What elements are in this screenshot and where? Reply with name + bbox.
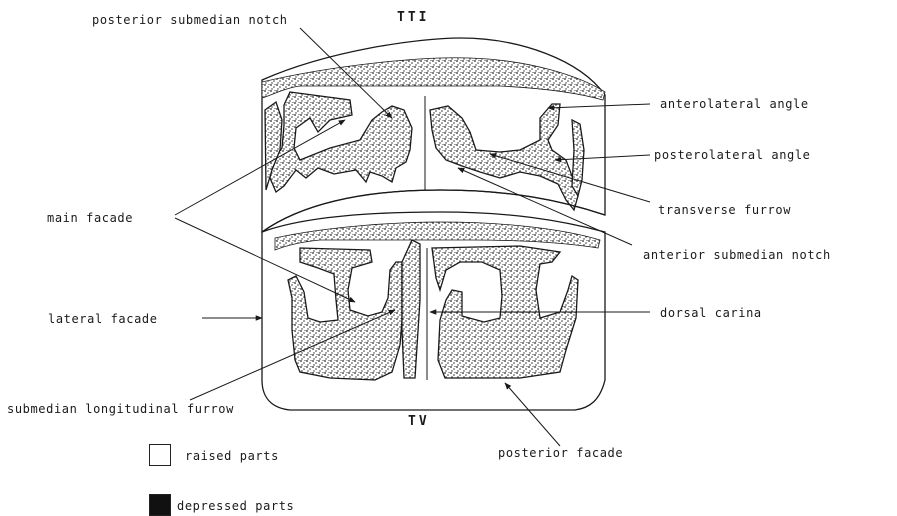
label-posterolateral-angle: posterolateral angle [654, 148, 811, 162]
label-submedian-longitudinal-furrow: submedian longitudinal furrow [7, 402, 234, 416]
upper-segment [262, 38, 605, 232]
label-anterior-submedian-notch: anterior submedian notch [643, 248, 831, 262]
segment-upper-label: TTI [397, 10, 429, 25]
label-posterior-submedian-notch: posterior submedian notch [92, 13, 288, 27]
label-posterior-facade: posterior facade [498, 446, 623, 460]
label-transverse-furrow: transverse furrow [658, 203, 791, 217]
legend-raised-swatch [149, 444, 171, 466]
segment-lower-label: TV [408, 414, 430, 429]
label-lateral-facade: lateral facade [48, 312, 158, 326]
legend-depressed-swatch [149, 494, 171, 516]
legend-depressed-label: depressed parts [177, 499, 294, 513]
label-dorsal-carina: dorsal carina [660, 306, 762, 320]
lower-segment [262, 212, 605, 410]
legend-raised-label: raised parts [185, 449, 279, 463]
label-main-facade: main facade [47, 211, 133, 225]
label-anterolateral-angle: anterolateral angle [660, 97, 809, 111]
